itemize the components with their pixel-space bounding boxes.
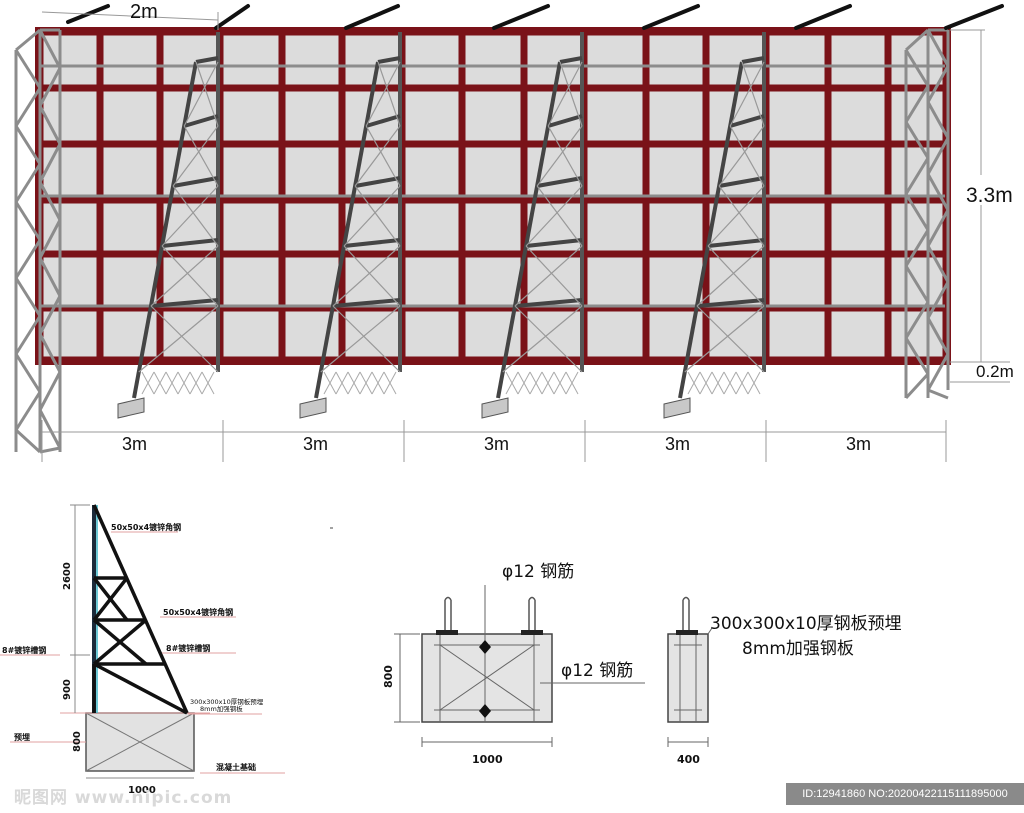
rear-brace: [117, 32, 220, 419]
foundation-block-side: [667, 633, 709, 723]
gray-rails: [40, 64, 945, 308]
label-angle-top: 50x50x4镀锌角钢: [111, 522, 181, 532]
plate-label-line2: 8mm加强钢板: [742, 639, 854, 659]
rear-brace: [481, 32, 584, 419]
right-truss: [904, 28, 950, 400]
side-section: 50x50x4镀锌角钢 50x50x4镀锌角钢 8#镀锌槽钢 8#镀锌槽钢 30…: [0, 504, 285, 796]
span-label-2: 3m: [303, 434, 328, 454]
base-label: 0.2m: [976, 362, 1014, 381]
dim-400-detail: 400: [677, 753, 700, 766]
plate-label-line1: 300x300x10厚钢板预埋: [710, 614, 902, 634]
label-channel-right: 8#镀锌槽钢: [166, 643, 210, 653]
rebar-label-top: φ12 钢筋: [502, 562, 574, 582]
label-channel-left: 8#镀锌槽钢: [2, 645, 46, 655]
label-plate-line1: 300x300x10厚钢板预埋: [190, 697, 264, 706]
rear-braces: [117, 32, 766, 419]
left-truss: [14, 28, 62, 454]
width-label: 2m: [130, 1, 158, 23]
billboard-elevation: 2m 3.3m 0.2m 3m 3m 3m 3m 3m: [14, 1, 1014, 462]
label-embed: 预埋: [14, 732, 30, 742]
top-dimensions: [41, 11, 1010, 462]
image-id-bar: ID:12941860 NO:20200422115111895000: [786, 783, 1024, 805]
span-label-4: 3m: [665, 434, 690, 454]
triangle-brace: [92, 504, 189, 715]
span-label-1: 3m: [122, 434, 147, 454]
dim-1000-detail: 1000: [472, 753, 503, 766]
watermark: 昵图网 www.nipic.com: [14, 788, 233, 808]
rebar-label-mid: φ12 钢筋: [561, 661, 633, 681]
dim-800-side: 800: [72, 731, 83, 752]
span-label-5: 3m: [846, 434, 871, 454]
dim-900: 900: [62, 679, 73, 700]
label-foundation: 混凝土基础: [216, 762, 256, 772]
rear-brace: [299, 32, 402, 419]
foundation-detail: φ12 钢筋 φ12 钢筋 300x300x10厚钢板预埋 8mm加强钢板 80…: [330, 527, 902, 766]
height-label: 3.3m: [966, 184, 1013, 207]
label-angle-mid: 50x50x4镀锌角钢: [163, 607, 233, 617]
dim-800-detail: 800: [382, 665, 395, 688]
rear-brace: [663, 32, 766, 419]
dim-2600: 2600: [62, 562, 73, 590]
lamp-arms: [66, 4, 1004, 30]
label-plate-line2: 8mm加强钢板: [200, 704, 243, 713]
dim-1000-side: 1000: [128, 785, 156, 796]
span-label-3: 3m: [484, 434, 509, 454]
